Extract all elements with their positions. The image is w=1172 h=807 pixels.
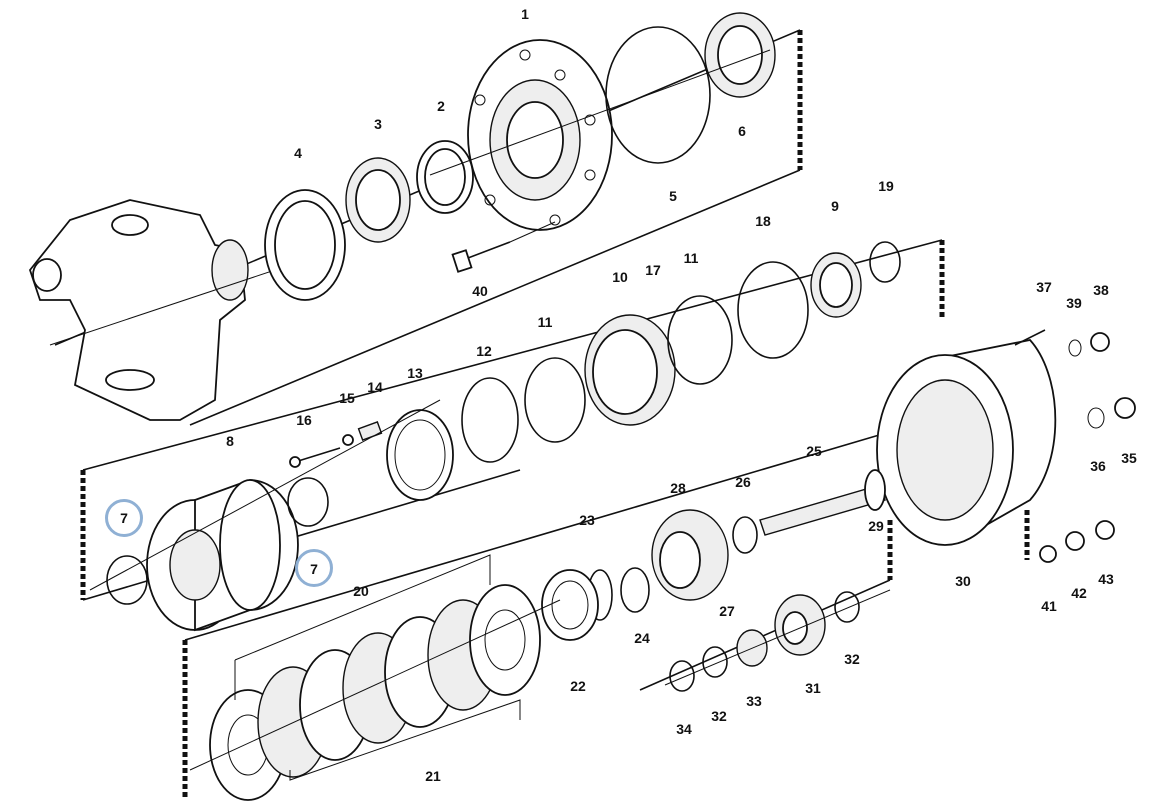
ring-gear-10	[584, 314, 676, 426]
cover-plate	[386, 409, 454, 501]
brake-disc-pack	[189, 554, 561, 801]
callout-32a[interactable]: 32	[844, 651, 860, 667]
callout-6[interactable]: 6	[738, 123, 746, 139]
callout-15[interactable]: 15	[339, 390, 355, 406]
callout-17[interactable]: 17	[645, 262, 661, 278]
callout-4[interactable]: 4	[294, 145, 302, 161]
callout-7a[interactable]: 7	[120, 510, 128, 526]
callout-9[interactable]: 9	[831, 198, 839, 214]
callout-21[interactable]: 21	[425, 768, 441, 784]
o-ring-18	[737, 261, 809, 359]
planet-carrier-housing	[146, 479, 299, 632]
callout-14[interactable]: 14	[367, 379, 383, 395]
tapered-bearing	[345, 157, 411, 243]
callout-13[interactable]: 13	[407, 365, 423, 381]
callout-2[interactable]: 2	[437, 98, 445, 114]
circlip-rings	[541, 516, 758, 641]
snap-ring-11b	[667, 295, 733, 385]
o-ring-small-right	[287, 477, 329, 527]
callout-31[interactable]: 31	[805, 680, 821, 696]
callout-26[interactable]: 26	[735, 474, 751, 490]
callout-12[interactable]: 12	[476, 343, 492, 359]
snap-ring-11a	[524, 357, 586, 443]
callout-22[interactable]: 22	[570, 678, 586, 694]
assembly-frame-bottom	[182, 419, 1030, 800]
callout-28[interactable]: 28	[670, 480, 686, 496]
callout-11b[interactable]: 11	[683, 250, 699, 266]
nut-9	[810, 252, 862, 318]
callout-5[interactable]: 5	[669, 188, 677, 204]
callout-1[interactable]: 1	[521, 6, 529, 22]
callout-18[interactable]: 18	[755, 213, 771, 229]
outer-bearing	[704, 12, 776, 98]
lock-19	[869, 241, 901, 283]
callout-42[interactable]: 42	[1071, 585, 1087, 601]
callout-33[interactable]: 33	[746, 693, 762, 709]
callout-8[interactable]: 8	[226, 433, 234, 449]
o-ring-large	[605, 26, 711, 164]
callout-36[interactable]: 36	[1090, 458, 1106, 474]
callout-40[interactable]: 40	[472, 283, 488, 299]
callout-37[interactable]: 37	[1036, 279, 1052, 295]
callout-24[interactable]: 24	[634, 630, 650, 646]
callout-23[interactable]: 23	[579, 512, 595, 528]
callout-20[interactable]: 20	[353, 583, 369, 599]
callout-27[interactable]: 27	[719, 603, 735, 619]
bolt-spring-set	[289, 421, 383, 468]
callout-38[interactable]: 38	[1093, 282, 1109, 298]
callout-39[interactable]: 39	[1066, 295, 1082, 311]
callout-34[interactable]: 34	[676, 721, 692, 737]
callout-11a[interactable]: 11	[537, 314, 553, 330]
brake-drum	[876, 339, 1057, 546]
highlight-ring-7b	[295, 549, 333, 587]
small-gear-set	[664, 589, 891, 692]
callout-3[interactable]: 3	[374, 116, 382, 132]
bearing-cup	[416, 140, 474, 214]
callout-16[interactable]: 16	[296, 412, 312, 428]
sun-gear	[651, 509, 729, 601]
callout-25[interactable]: 25	[806, 443, 822, 459]
callout-43[interactable]: 43	[1098, 571, 1114, 587]
right-fasteners	[1014, 329, 1136, 563]
callout-35[interactable]: 35	[1121, 450, 1137, 466]
axle-housing	[28, 199, 321, 421]
callout-19[interactable]: 19	[878, 178, 894, 194]
o-ring-small-left	[106, 555, 148, 605]
callout-10[interactable]: 10	[612, 269, 628, 285]
snap-ring-12	[461, 377, 519, 463]
callout-30[interactable]: 30	[955, 573, 971, 589]
callout-29[interactable]: 29	[868, 518, 884, 534]
callout-32b[interactable]: 32	[711, 708, 727, 724]
hub-bolt	[451, 221, 556, 273]
highlight-ring-7a	[105, 499, 143, 537]
callout-41[interactable]: 41	[1041, 598, 1057, 614]
callout-7b[interactable]: 7	[310, 561, 318, 577]
seal-ring	[264, 189, 346, 301]
drive-shaft	[759, 469, 886, 536]
